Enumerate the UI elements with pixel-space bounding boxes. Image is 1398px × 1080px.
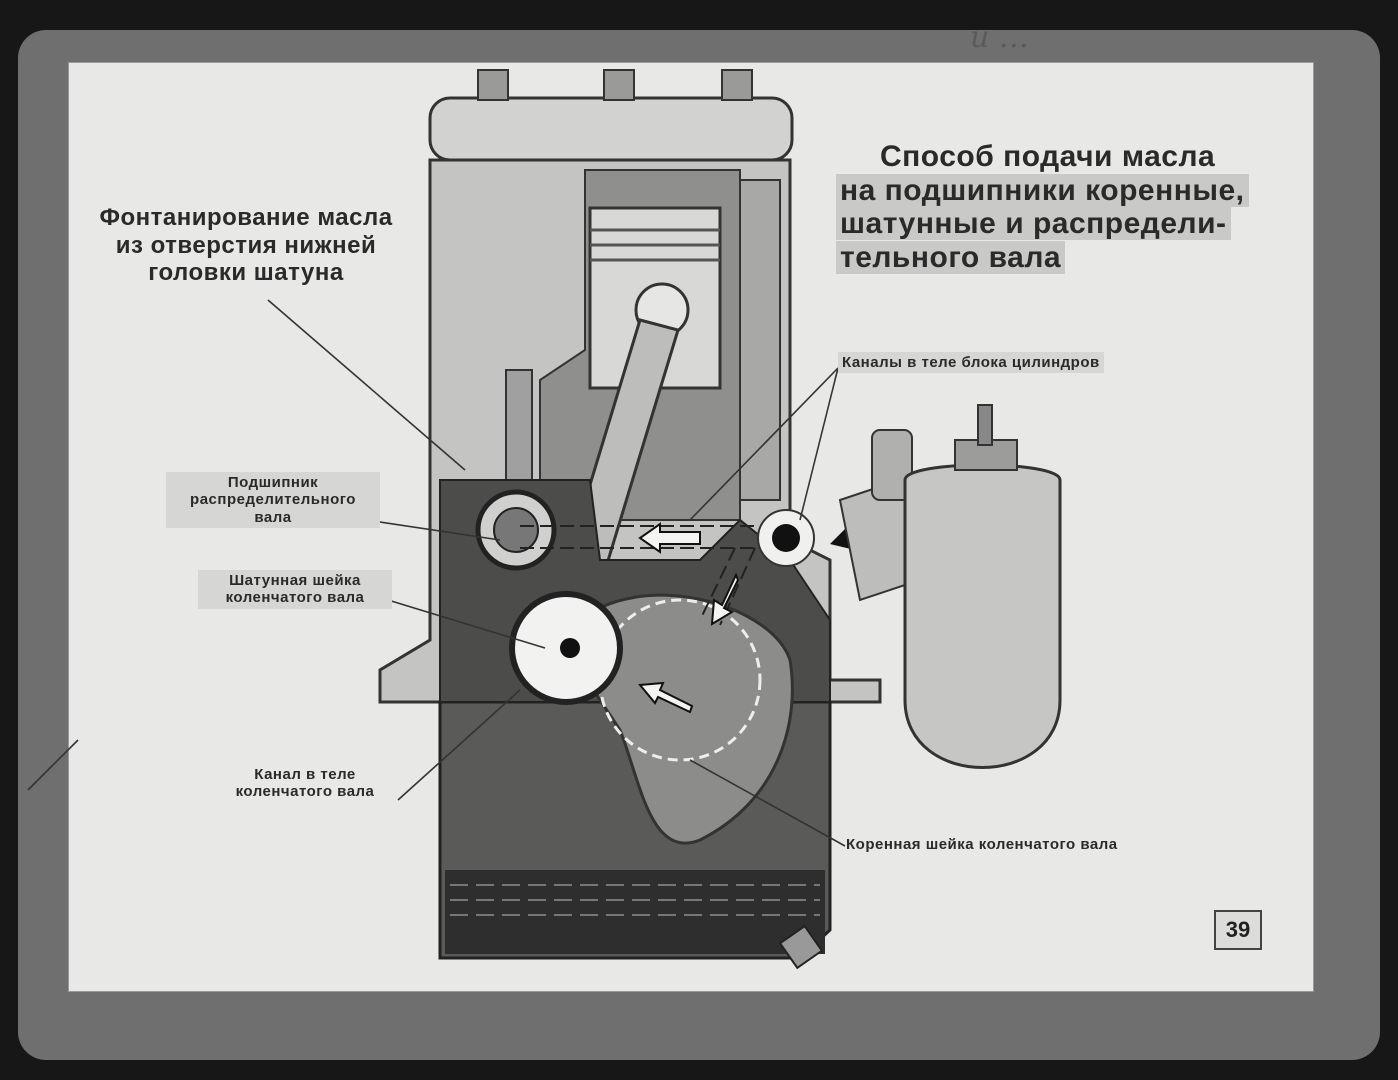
label-block-channels: Каналы в теле блока цилиндров — [838, 352, 1104, 374]
oil-filter-body — [903, 463, 1062, 769]
diagram-title: Способ подачи масла на подшипники коренн… — [836, 140, 1249, 274]
label-crankpin: Шатунная шейка коленчатого вала — [198, 570, 392, 609]
drain-plug — [778, 924, 824, 970]
cylinder-head — [428, 96, 794, 162]
label-crank-channel: Канал в теле коленчатого вала — [235, 766, 375, 801]
head-bolts — [477, 69, 753, 101]
filter-handle — [977, 404, 993, 446]
main-journal — [598, 598, 762, 762]
label-fountain: Фонтанирование масла из отверстия нижней… — [99, 204, 393, 287]
leader-lines — [27, 299, 846, 847]
oil-flow-arrows — [638, 522, 740, 714]
piston-rings — [590, 228, 720, 262]
oil-level-lines — [450, 884, 820, 916]
handwritten-note: и … — [970, 20, 1029, 55]
water-jacket — [739, 179, 781, 501]
filter-valve — [871, 429, 913, 501]
oil-sump — [445, 870, 825, 954]
label-camshaft-bearing: Подшипник распределительного вала — [166, 472, 380, 528]
label-main-journal: Коренная шейка коленчатого вала — [846, 836, 1118, 853]
page-number: 39 — [1214, 910, 1262, 950]
pushrod — [505, 369, 533, 481]
